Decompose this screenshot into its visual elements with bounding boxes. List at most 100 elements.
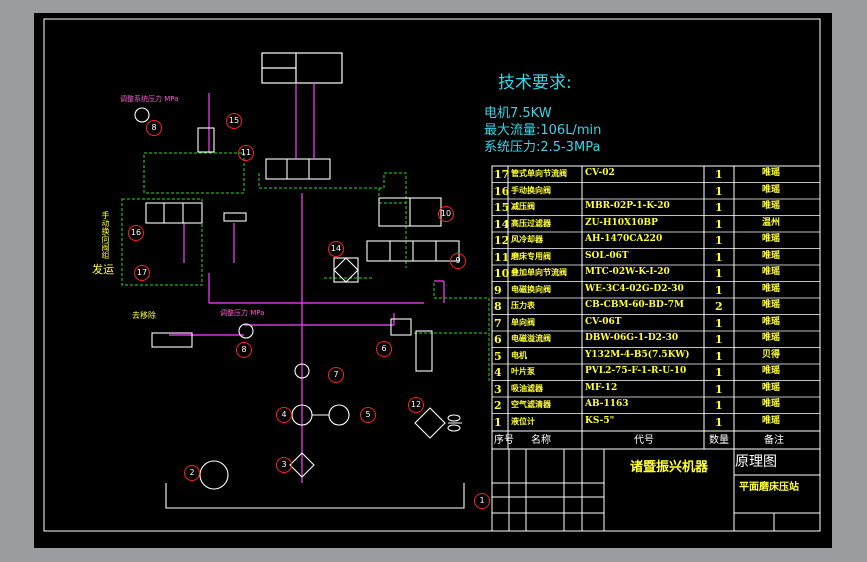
- bom-cell-qty: 1: [715, 234, 723, 247]
- company-name: 诸暨振兴机器: [630, 460, 709, 475]
- bom-cell-note: 唯瑶: [762, 168, 781, 178]
- callout-8: 8: [236, 342, 252, 358]
- bom-cell-note: 唯瑶: [762, 366, 781, 376]
- callout-16: 16: [128, 225, 144, 241]
- bom-cell-no: 3: [494, 382, 502, 396]
- bom-cell-code: ZU-H10X10BP: [585, 217, 658, 228]
- bom-header-name: 名称: [531, 435, 551, 446]
- bom-cell-no: 7: [494, 316, 502, 330]
- bom-cell-name: 电机: [511, 349, 527, 360]
- bom-cell-name: 手动换向阀: [511, 184, 551, 195]
- bom-cell-no: 10: [494, 267, 510, 280]
- bom-header-no: 序号: [494, 435, 514, 446]
- bom-cell-qty: 1: [715, 366, 723, 379]
- bom-header-qty: 数量: [709, 435, 729, 446]
- bom-cell-name: 电磁溢流阀: [511, 333, 551, 343]
- bom-cell-no: 1: [494, 415, 502, 429]
- callout-5: 5: [360, 407, 376, 423]
- bom-cell-qty: 1: [715, 168, 723, 181]
- bom-cell-note: 温州: [762, 217, 781, 228]
- bom-cell-no: 8: [494, 300, 502, 313]
- bom-cell-no: 6: [494, 333, 502, 346]
- bom-cell-note: 唯瑶: [762, 300, 781, 310]
- bom-cell-qty: 1: [715, 316, 723, 330]
- bom-cell-note: 唯瑶: [762, 267, 781, 277]
- callout-4: 4: [276, 407, 292, 423]
- gauge-label-mid: 调整压力 MPa: [220, 309, 265, 317]
- bom-header-note: 备注: [764, 435, 784, 446]
- bom-cell-name: 风冷却器: [511, 234, 543, 244]
- bom-cell-name: 叶片泵: [511, 366, 535, 376]
- bom-cell-code: WE-3C4-02G-D2-30: [585, 283, 684, 294]
- bom-cell-code: MF-12: [585, 382, 618, 393]
- bom-cell-note: 唯瑶: [762, 333, 781, 343]
- bom-cell-code: MTC-02W-K-I-20: [585, 267, 670, 277]
- bom-cell-name: 吸油滤器: [511, 382, 543, 393]
- requirements-heading: 技术要求:: [498, 73, 572, 93]
- bom-cell-note: 唯瑶: [762, 234, 781, 244]
- valve-group-label: 手动换向阀组: [101, 211, 110, 259]
- bom-cell-qty: 1: [715, 399, 723, 412]
- drawing-frame: 技术要求: 电机7.5KW 最大流量:106L/min 系统压力:2.5-3MP…: [34, 13, 832, 548]
- bom-cell-no: 12: [494, 234, 510, 247]
- bom-cell-qty: 1: [715, 250, 723, 264]
- bom-cell-name: 叠加单向节流阀: [511, 267, 567, 277]
- bom-cell-no: 16: [494, 184, 510, 198]
- callout-9: 9: [450, 253, 466, 269]
- bom-cell-qty: 1: [715, 184, 723, 198]
- bom-cell-qty: 1: [715, 283, 723, 297]
- bom-cell-qty: 1: [715, 201, 723, 214]
- bom-cell-code: Y132M-4-B5(7.5KW): [585, 349, 690, 360]
- callout-8: 8: [146, 120, 162, 136]
- bom-cell-name: 电磁换向阀: [511, 283, 551, 294]
- bom-cell-code: PVL2-75-F-1-R-U-10: [585, 366, 687, 376]
- callout-11: 11: [238, 145, 254, 161]
- bom-cell-no: 5: [494, 349, 502, 363]
- requirement-pressure: 系统压力:2.5-3MPa: [484, 140, 601, 155]
- remove-label: 去移除: [132, 311, 156, 320]
- bom-cell-no: 4: [494, 366, 502, 379]
- gauge-label-top: 调整系统压力 MPa: [120, 95, 179, 103]
- callout-1: 1: [474, 493, 490, 509]
- bom-cell-code: AH-1470CA220: [585, 234, 663, 244]
- bom-cell-code: AB-1163: [585, 399, 629, 409]
- bom-cell-code: SOL-06T: [585, 250, 629, 261]
- callout-10: 10: [438, 206, 454, 222]
- bom-cell-note: 唯瑶: [762, 399, 781, 409]
- bom-cell-no: 2: [494, 399, 502, 412]
- bom-cell-note: 唯瑶: [762, 283, 781, 294]
- bom-cell-qty: 1: [715, 382, 723, 396]
- bom-cell-name: 减压阀: [511, 201, 535, 211]
- send-label: 发运: [92, 263, 114, 276]
- bom-cell-note: 唯瑶: [762, 415, 781, 426]
- bom-header-code: 代号: [634, 435, 654, 446]
- bom-cell-name: 压力表: [511, 300, 535, 310]
- bom-cell-code: KS-5": [585, 415, 615, 426]
- callout-7: 7: [328, 367, 344, 383]
- bom-cell-note: 唯瑶: [762, 316, 781, 327]
- bom-cell-no: 14: [494, 217, 510, 231]
- requirement-motor: 电机7.5KW: [484, 106, 552, 121]
- bom-cell-name: 空气滤清器: [511, 399, 551, 409]
- bom-cell-note: 贝得: [762, 349, 781, 360]
- bom-cell-code: CV-06T: [585, 316, 622, 327]
- bom-cell-note: 唯瑶: [762, 382, 781, 393]
- callout-17: 17: [134, 265, 150, 281]
- callout-15: 15: [226, 113, 242, 129]
- bom-cell-code: MBR-02P-1-K-20: [585, 201, 670, 211]
- bom-cell-name: 磨床专用阀: [511, 250, 551, 261]
- callout-14: 14: [328, 241, 344, 257]
- bom-cell-no: 9: [494, 283, 502, 297]
- bom-cell-qty: 1: [715, 267, 723, 280]
- bom-cell-qty: 1: [715, 349, 723, 363]
- bom-cell-no: 17: [494, 168, 510, 181]
- bom-cell-qty: 1: [715, 217, 723, 231]
- hydraulic-schematic: [43, 18, 821, 532]
- drawing-title: 原理图: [735, 454, 777, 470]
- bom-cell-name: 高压过滤器: [511, 217, 551, 228]
- requirement-flow: 最大流量:106L/min: [484, 123, 602, 138]
- product-name: 平面磨床压站: [739, 482, 799, 493]
- bom-cell-name: 单向阀: [511, 316, 535, 327]
- callout-3: 3: [276, 457, 292, 473]
- bom-cell-name: 液位计: [511, 415, 535, 426]
